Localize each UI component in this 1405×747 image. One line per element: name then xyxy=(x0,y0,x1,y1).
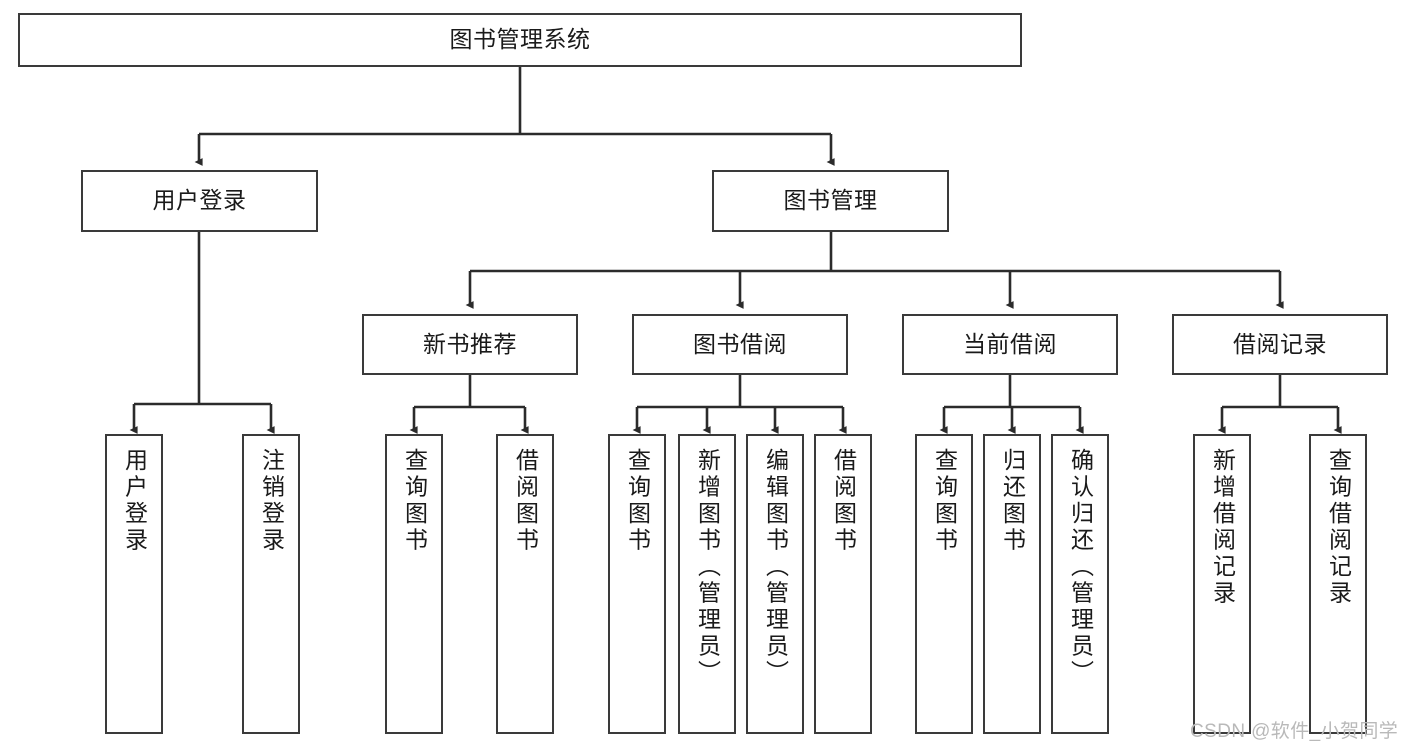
node-label: 编辑图书（管理员） xyxy=(762,448,789,687)
node-label: 查询图书 xyxy=(931,448,958,554)
csdn-watermark: CSDN @软件_小贺同学 xyxy=(1190,721,1399,742)
node-label: 查询图书 xyxy=(401,448,428,554)
node-root-system[interactable]: 图书管理系统 xyxy=(18,13,1022,67)
node-label: 图书借阅 xyxy=(693,330,787,357)
node-label: 用户登录 xyxy=(152,187,247,214)
leaf-record-query-record[interactable]: 查询借阅记录 xyxy=(1309,434,1367,734)
node-label: 图书管理 xyxy=(783,187,878,214)
node-new-book-recommend[interactable]: 新书推荐 xyxy=(362,314,578,375)
node-book-borrow[interactable]: 图书借阅 xyxy=(632,314,848,375)
node-label: 用户登录 xyxy=(121,448,148,554)
node-book-management[interactable]: 图书管理 xyxy=(712,170,949,232)
leaf-recommend-query-book[interactable]: 查询图书 xyxy=(385,434,443,734)
node-borrow-record[interactable]: 借阅记录 xyxy=(1172,314,1388,375)
node-label: 图书管理系统 xyxy=(449,26,591,53)
node-label: 借阅图书 xyxy=(512,448,539,554)
leaf-recommend-borrow-book[interactable]: 借阅图书 xyxy=(496,434,554,734)
node-label: 确认归还（管理员） xyxy=(1067,448,1094,687)
node-label: 借阅图书 xyxy=(830,448,857,554)
leaf-user-login-login[interactable]: 用户登录 xyxy=(105,434,163,734)
node-label: 当前借阅 xyxy=(963,330,1057,357)
leaf-borrow-query-book[interactable]: 查询图书 xyxy=(608,434,666,734)
node-label: 新增图书（管理员） xyxy=(694,448,721,687)
leaf-current-query-book[interactable]: 查询图书 xyxy=(915,434,973,734)
leaf-current-confirm-return-admin[interactable]: 确认归还（管理员） xyxy=(1051,434,1109,734)
node-label: 借阅记录 xyxy=(1233,330,1327,357)
node-label: 查询借阅记录 xyxy=(1325,448,1352,607)
node-current-borrow[interactable]: 当前借阅 xyxy=(902,314,1118,375)
node-label: 新书推荐 xyxy=(423,330,517,357)
leaf-borrow-borrow-book[interactable]: 借阅图书 xyxy=(814,434,872,734)
node-label: 查询图书 xyxy=(624,448,651,554)
node-label: 新增借阅记录 xyxy=(1209,448,1236,607)
node-user-login[interactable]: 用户登录 xyxy=(81,170,318,232)
leaf-borrow-add-book-admin[interactable]: 新增图书（管理员） xyxy=(678,434,736,734)
leaf-current-return-book[interactable]: 归还图书 xyxy=(983,434,1041,734)
node-label: 注销登录 xyxy=(258,448,285,554)
leaf-borrow-edit-book-admin[interactable]: 编辑图书（管理员） xyxy=(746,434,804,734)
leaf-record-add-record[interactable]: 新增借阅记录 xyxy=(1193,434,1251,734)
node-label: 归还图书 xyxy=(999,448,1026,554)
leaf-user-login-logout[interactable]: 注销登录 xyxy=(242,434,300,734)
